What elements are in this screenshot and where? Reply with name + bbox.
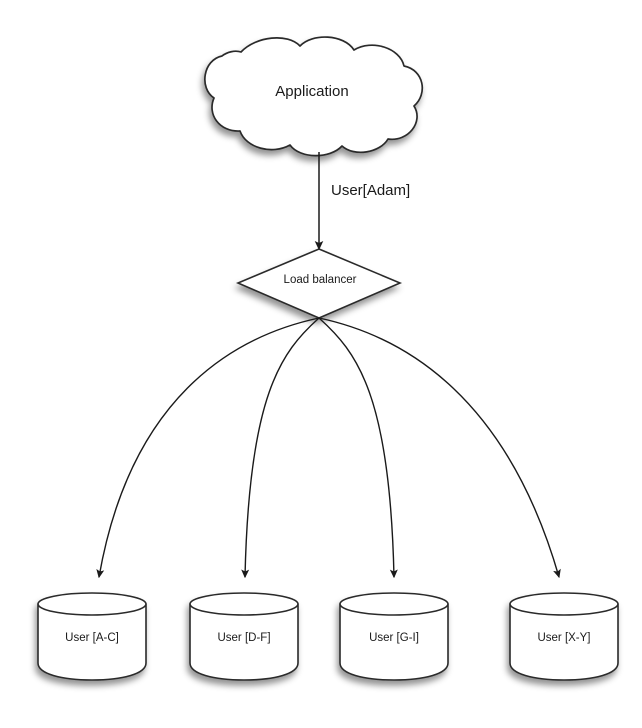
cylinder-node-shard-0[interactable] [37, 592, 147, 681]
cylinder-node-shard-1[interactable] [189, 592, 299, 681]
edge-load-balancer-to-shard-2 [318, 317, 398, 579]
edge-load-balancer-to-shard-1 [241, 317, 320, 579]
cylinder-node-shard-3[interactable] [509, 592, 619, 681]
diamond-node-label: Load balancer [283, 274, 357, 286]
edge-load-balancer-to-shard-0 [96, 317, 320, 579]
edge-label-user-adam: User[Adam] [331, 182, 411, 199]
cylinder-label-shard-3: User [X-Y] [537, 632, 591, 644]
edge-load-balancer-to-shard-3 [318, 317, 561, 579]
cylinder-label-shard-1: User [D-F] [217, 632, 271, 644]
cloud-node-label: Application [275, 83, 349, 100]
cylinder-label-shard-0: User [A-C] [65, 632, 119, 644]
cloud-node-application[interactable] [204, 36, 424, 157]
cylinder-node-shard-2[interactable] [339, 592, 449, 681]
cylinder-label-shard-2: User [G-I] [369, 632, 419, 644]
